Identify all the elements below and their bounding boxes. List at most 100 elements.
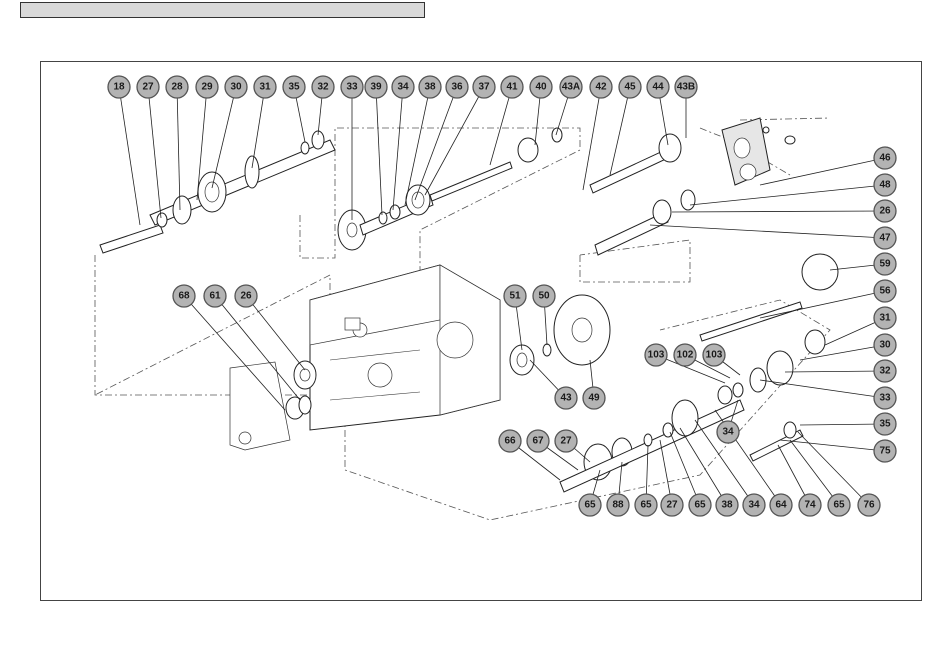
callout-c30b: 30	[874, 334, 896, 356]
callout-label: 27	[666, 500, 678, 511]
callout-label: 68	[178, 291, 190, 302]
callout-c42: 42	[590, 76, 612, 98]
callout-c66: 66	[499, 430, 521, 452]
callout-c41: 41	[501, 76, 523, 98]
callout-c28a: 28	[166, 76, 188, 98]
leader-line-c47	[650, 225, 885, 238]
callout-c88: 88	[607, 494, 629, 516]
callout-c76: 76	[858, 494, 880, 516]
callout-c27b: 27	[555, 430, 577, 452]
callout-label: 45	[624, 82, 636, 93]
callout-c44: 44	[647, 76, 669, 98]
callout-label: 31	[879, 313, 891, 324]
callout-c34c: 34	[743, 494, 765, 516]
callout-c35a: 35	[283, 76, 305, 98]
callout-label: 30	[230, 82, 242, 93]
lower-gear-train	[560, 254, 838, 492]
callout-label: 33	[346, 82, 358, 93]
callout-label: 18	[113, 82, 125, 93]
leader-line-c34a	[393, 87, 403, 210]
callout-c38b: 38	[716, 494, 738, 516]
callout-label: 74	[804, 500, 816, 511]
callout-label: 38	[721, 500, 733, 511]
callout-label: 67	[532, 436, 544, 447]
leader-line-c30a	[212, 87, 236, 188]
callout-label: 103	[648, 350, 665, 361]
callout-c30a: 30	[225, 76, 247, 98]
leader-line-c75	[780, 440, 885, 451]
callout-c40: 40	[530, 76, 552, 98]
callout-label: 26	[240, 291, 252, 302]
callout-c48: 48	[874, 174, 896, 196]
callout-label: 43A	[562, 82, 580, 93]
callout-label: 31	[259, 82, 271, 93]
callout-c49: 49	[583, 387, 605, 409]
callout-c75: 75	[874, 440, 896, 462]
callout-label: 43B	[677, 82, 695, 93]
callout-label: 61	[209, 291, 221, 302]
callout-c51: 51	[504, 285, 526, 307]
callout-label: 50	[538, 291, 550, 302]
gearbox-housing	[230, 265, 500, 450]
callout-c67: 67	[527, 430, 549, 452]
callout-c26a: 26	[874, 200, 896, 222]
leader-line-c56	[760, 291, 885, 318]
callout-label: 32	[879, 366, 891, 377]
callout-label: 59	[879, 259, 891, 270]
callout-label: 40	[535, 82, 547, 93]
callout-label: 88	[612, 500, 624, 511]
callout-c68: 68	[173, 285, 195, 307]
callout-c65d: 65	[828, 494, 850, 516]
callout-label: 30	[879, 340, 891, 351]
callout-c34b: 34	[717, 421, 739, 443]
leader-line-c28a	[177, 87, 180, 210]
callout-label: 49	[588, 393, 600, 404]
callout-labels: 18 27 28 29 30 31 35 32 33 39 34 38 36 37 41 40 43A 42 45 4…	[108, 76, 896, 516]
callout-c102: 102	[674, 344, 696, 366]
callout-c59: 59	[874, 253, 896, 275]
leader-line-c26a	[672, 211, 885, 212]
callout-c74: 74	[799, 494, 821, 516]
callout-c27a: 27	[137, 76, 159, 98]
callout-label: 32	[317, 82, 329, 93]
leader-line-c32b	[785, 371, 885, 372]
callout-label: 65	[640, 500, 652, 511]
callout-c56: 56	[874, 280, 896, 302]
leader-line-c26b	[246, 296, 305, 370]
callout-label: 37	[478, 82, 490, 93]
callout-label: 46	[879, 153, 891, 164]
callout-label: 39	[370, 82, 382, 93]
callout-c46: 46	[874, 147, 896, 169]
callout-c31b: 31	[874, 307, 896, 329]
leader-line-c45	[610, 87, 630, 175]
callout-c43B: 43B	[675, 76, 697, 98]
leader-line-c27a	[148, 87, 161, 218]
callout-c47: 47	[874, 227, 896, 249]
callout-c33b: 33	[874, 387, 896, 409]
callout-label: 41	[506, 82, 518, 93]
leader-line-c18	[119, 87, 140, 225]
callout-label: 34	[722, 427, 734, 438]
callout-c32a: 32	[312, 76, 334, 98]
callout-label: 33	[879, 393, 891, 404]
callout-label: 42	[595, 82, 607, 93]
callout-c27c: 27	[661, 494, 683, 516]
callout-c31a: 31	[254, 76, 276, 98]
leader-line-c46	[760, 158, 885, 185]
callout-c29: 29	[196, 76, 218, 98]
callout-c64: 64	[770, 494, 792, 516]
callout-label: 34	[748, 500, 760, 511]
callout-label: 76	[863, 500, 875, 511]
callout-c38a: 38	[419, 76, 441, 98]
callout-label: 66	[504, 436, 516, 447]
callout-label: 65	[584, 500, 596, 511]
callout-c33a: 33	[341, 76, 363, 98]
callout-label: 65	[694, 500, 706, 511]
callout-c32b: 32	[874, 360, 896, 382]
callout-label: 44	[652, 82, 664, 93]
callout-label: 36	[451, 82, 463, 93]
output-shaft-assembly	[590, 118, 795, 255]
callout-c65a: 65	[579, 494, 601, 516]
callout-label: 29	[201, 82, 213, 93]
